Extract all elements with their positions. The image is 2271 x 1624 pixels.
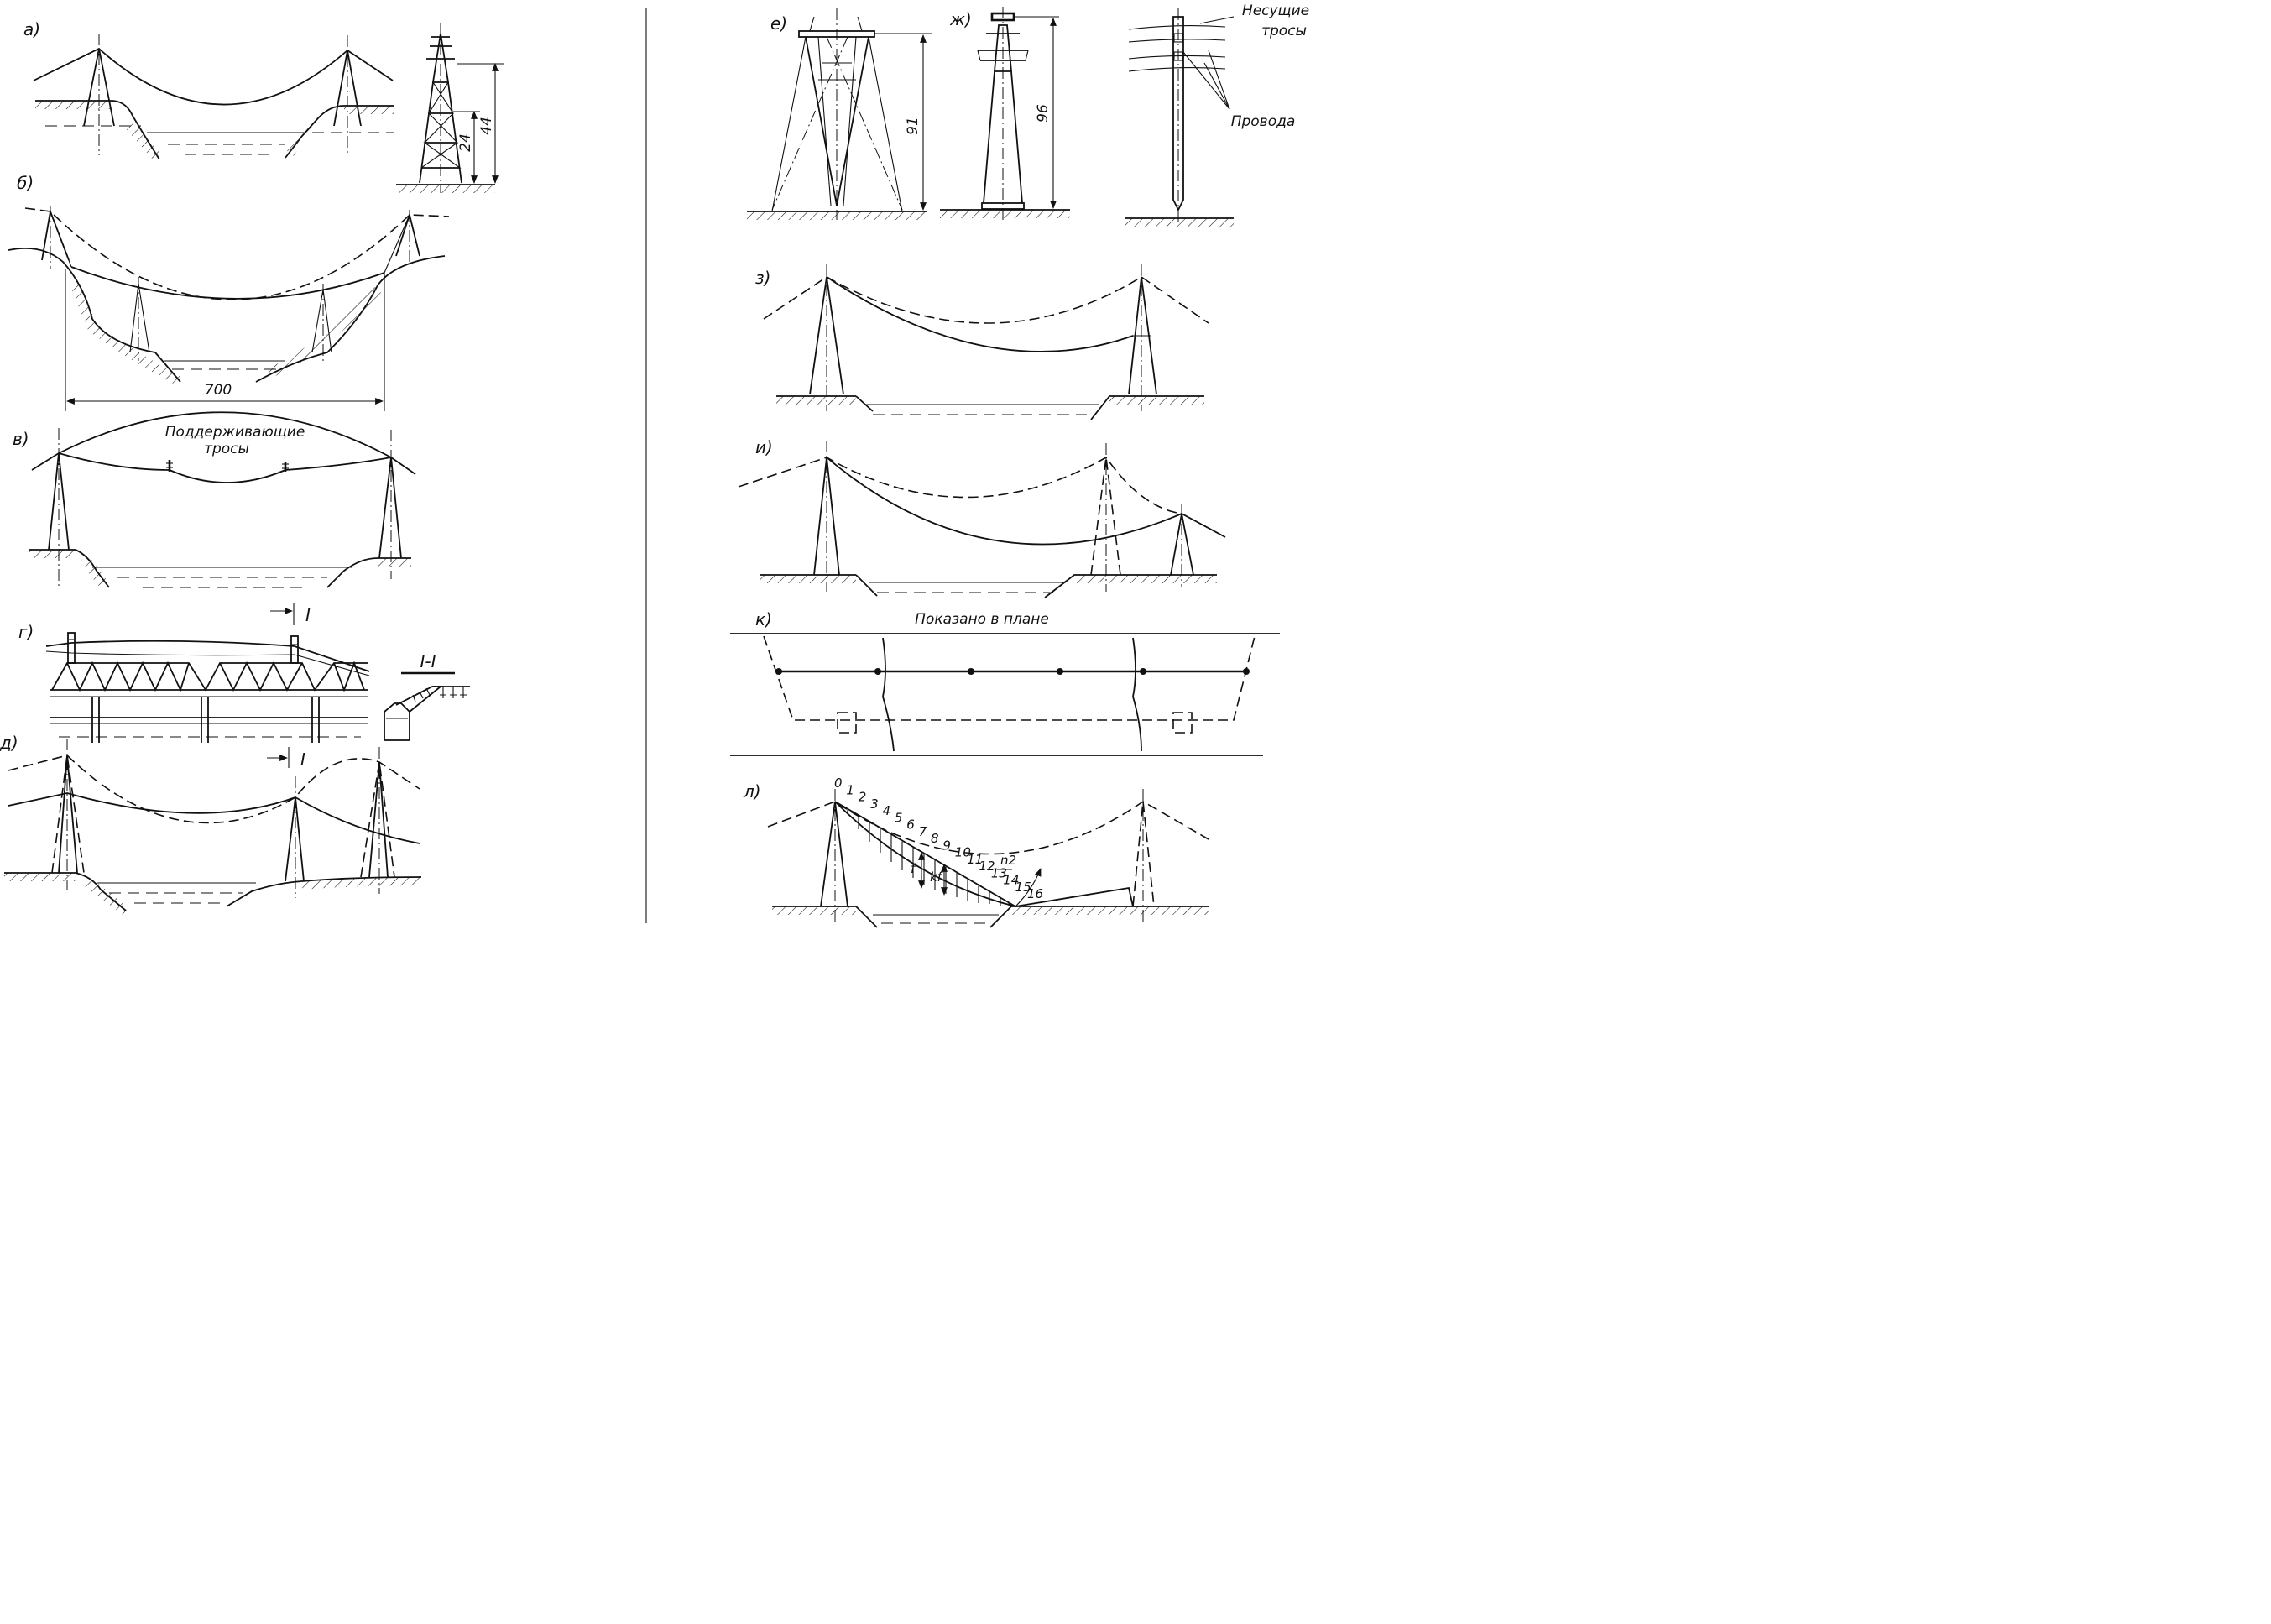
sag-point-label-2: 2: [859, 790, 867, 805]
sag-point-label-3: 3: [870, 796, 879, 812]
panel-a: а): [23, 19, 504, 193]
dim-24: 24: [457, 133, 474, 152]
panel-z: з): [755, 264, 1209, 420]
conductor: [33, 47, 394, 106]
sag-point-label-4: 4: [883, 803, 891, 818]
river-crossing-diagram: а): [0, 3, 1309, 928]
panel-d: д) I: [0, 733, 422, 915]
label-shown-in-plan: Показано в плане: [915, 611, 1049, 628]
panel-pole-cables: Несущие тросы Провода: [1125, 3, 1309, 227]
label-wires: Провода: [1231, 113, 1296, 130]
sag-point-label-13: 13: [991, 865, 1007, 880]
sag-point-label-10: 10: [955, 845, 971, 860]
truss-bridge: [45, 632, 370, 743]
panel-label-z: з): [755, 268, 770, 288]
diagram-page: { "panels": { "a": "а)", "b": "б)", "v":…: [0, 0, 1316, 941]
lattice-tower-detail: [396, 23, 495, 193]
supporting-cable: [31, 411, 416, 475]
panel-k: к) Показано в плане: [730, 609, 1280, 756]
sag-point-label-11: 11: [967, 852, 983, 867]
panel-label-zh: ж): [949, 9, 972, 29]
panel-label-d: д): [0, 733, 18, 753]
panel-label-i: и): [755, 437, 773, 457]
sag-point-label-12: 12: [979, 859, 995, 874]
label-carrying-cables-1: Несущие: [1242, 3, 1309, 19]
sag-point-label-5: 5: [895, 810, 903, 825]
panel-g: г) I: [18, 603, 470, 743]
section-detail: [384, 686, 470, 741]
panel-label-e: е): [770, 13, 787, 34]
section-mark-bottom: I: [300, 749, 305, 770]
sag-point-label-14: 14: [1003, 873, 1019, 888]
conductor: [58, 452, 392, 483]
panel-label-v: в): [13, 429, 29, 449]
panel-label-a: а): [23, 19, 40, 39]
panel-label-l: л): [743, 781, 761, 802]
panel-i: и): [738, 437, 1226, 598]
panel-label-g: г): [18, 622, 34, 642]
dim-96: 96: [1035, 104, 1052, 123]
conductor: [826, 457, 1226, 546]
dim-91: 91: [905, 117, 921, 135]
dim-700: 700: [205, 382, 232, 399]
panel-label-b: б): [17, 173, 34, 193]
sag-point-label-7: 7: [919, 824, 927, 839]
sag-point-label-16: 16: [1027, 886, 1043, 901]
conductor: [70, 266, 385, 300]
sag-point-label-0: 0: [834, 775, 843, 791]
sag-point-label-15: 15: [1015, 880, 1031, 895]
section-title: I-I: [420, 651, 436, 671]
sag-point-label-1: 1: [846, 782, 854, 797]
label-carrying-cables-2: тросы: [1261, 23, 1307, 39]
panel-e: е) 91: [747, 8, 932, 220]
label-kf: kf: [930, 869, 944, 885]
dim-44: 44: [478, 117, 495, 135]
sag-point-label-9: 9: [942, 838, 951, 853]
sag-point-label-6: 6: [906, 817, 915, 833]
panel-zh: ж) 96: [940, 7, 1070, 220]
conductor: [8, 792, 420, 844]
label-supporting-cables-1: Поддерживающие: [165, 424, 305, 441]
label-n2: n2: [1000, 853, 1016, 868]
panel-label-k: к): [755, 609, 772, 629]
right-bank: [285, 105, 394, 159]
sag-point-label-8: 8: [931, 831, 939, 846]
panel-v: в) Поддерживающие тросы: [13, 411, 416, 589]
section-mark-top: I: [305, 605, 311, 625]
panel-b: б) 700: [8, 173, 450, 411]
conductor: [826, 276, 1134, 352]
label-supporting-cables-2: тросы: [204, 441, 249, 457]
label-f: f: [911, 861, 917, 876]
left-bank: [35, 100, 160, 160]
